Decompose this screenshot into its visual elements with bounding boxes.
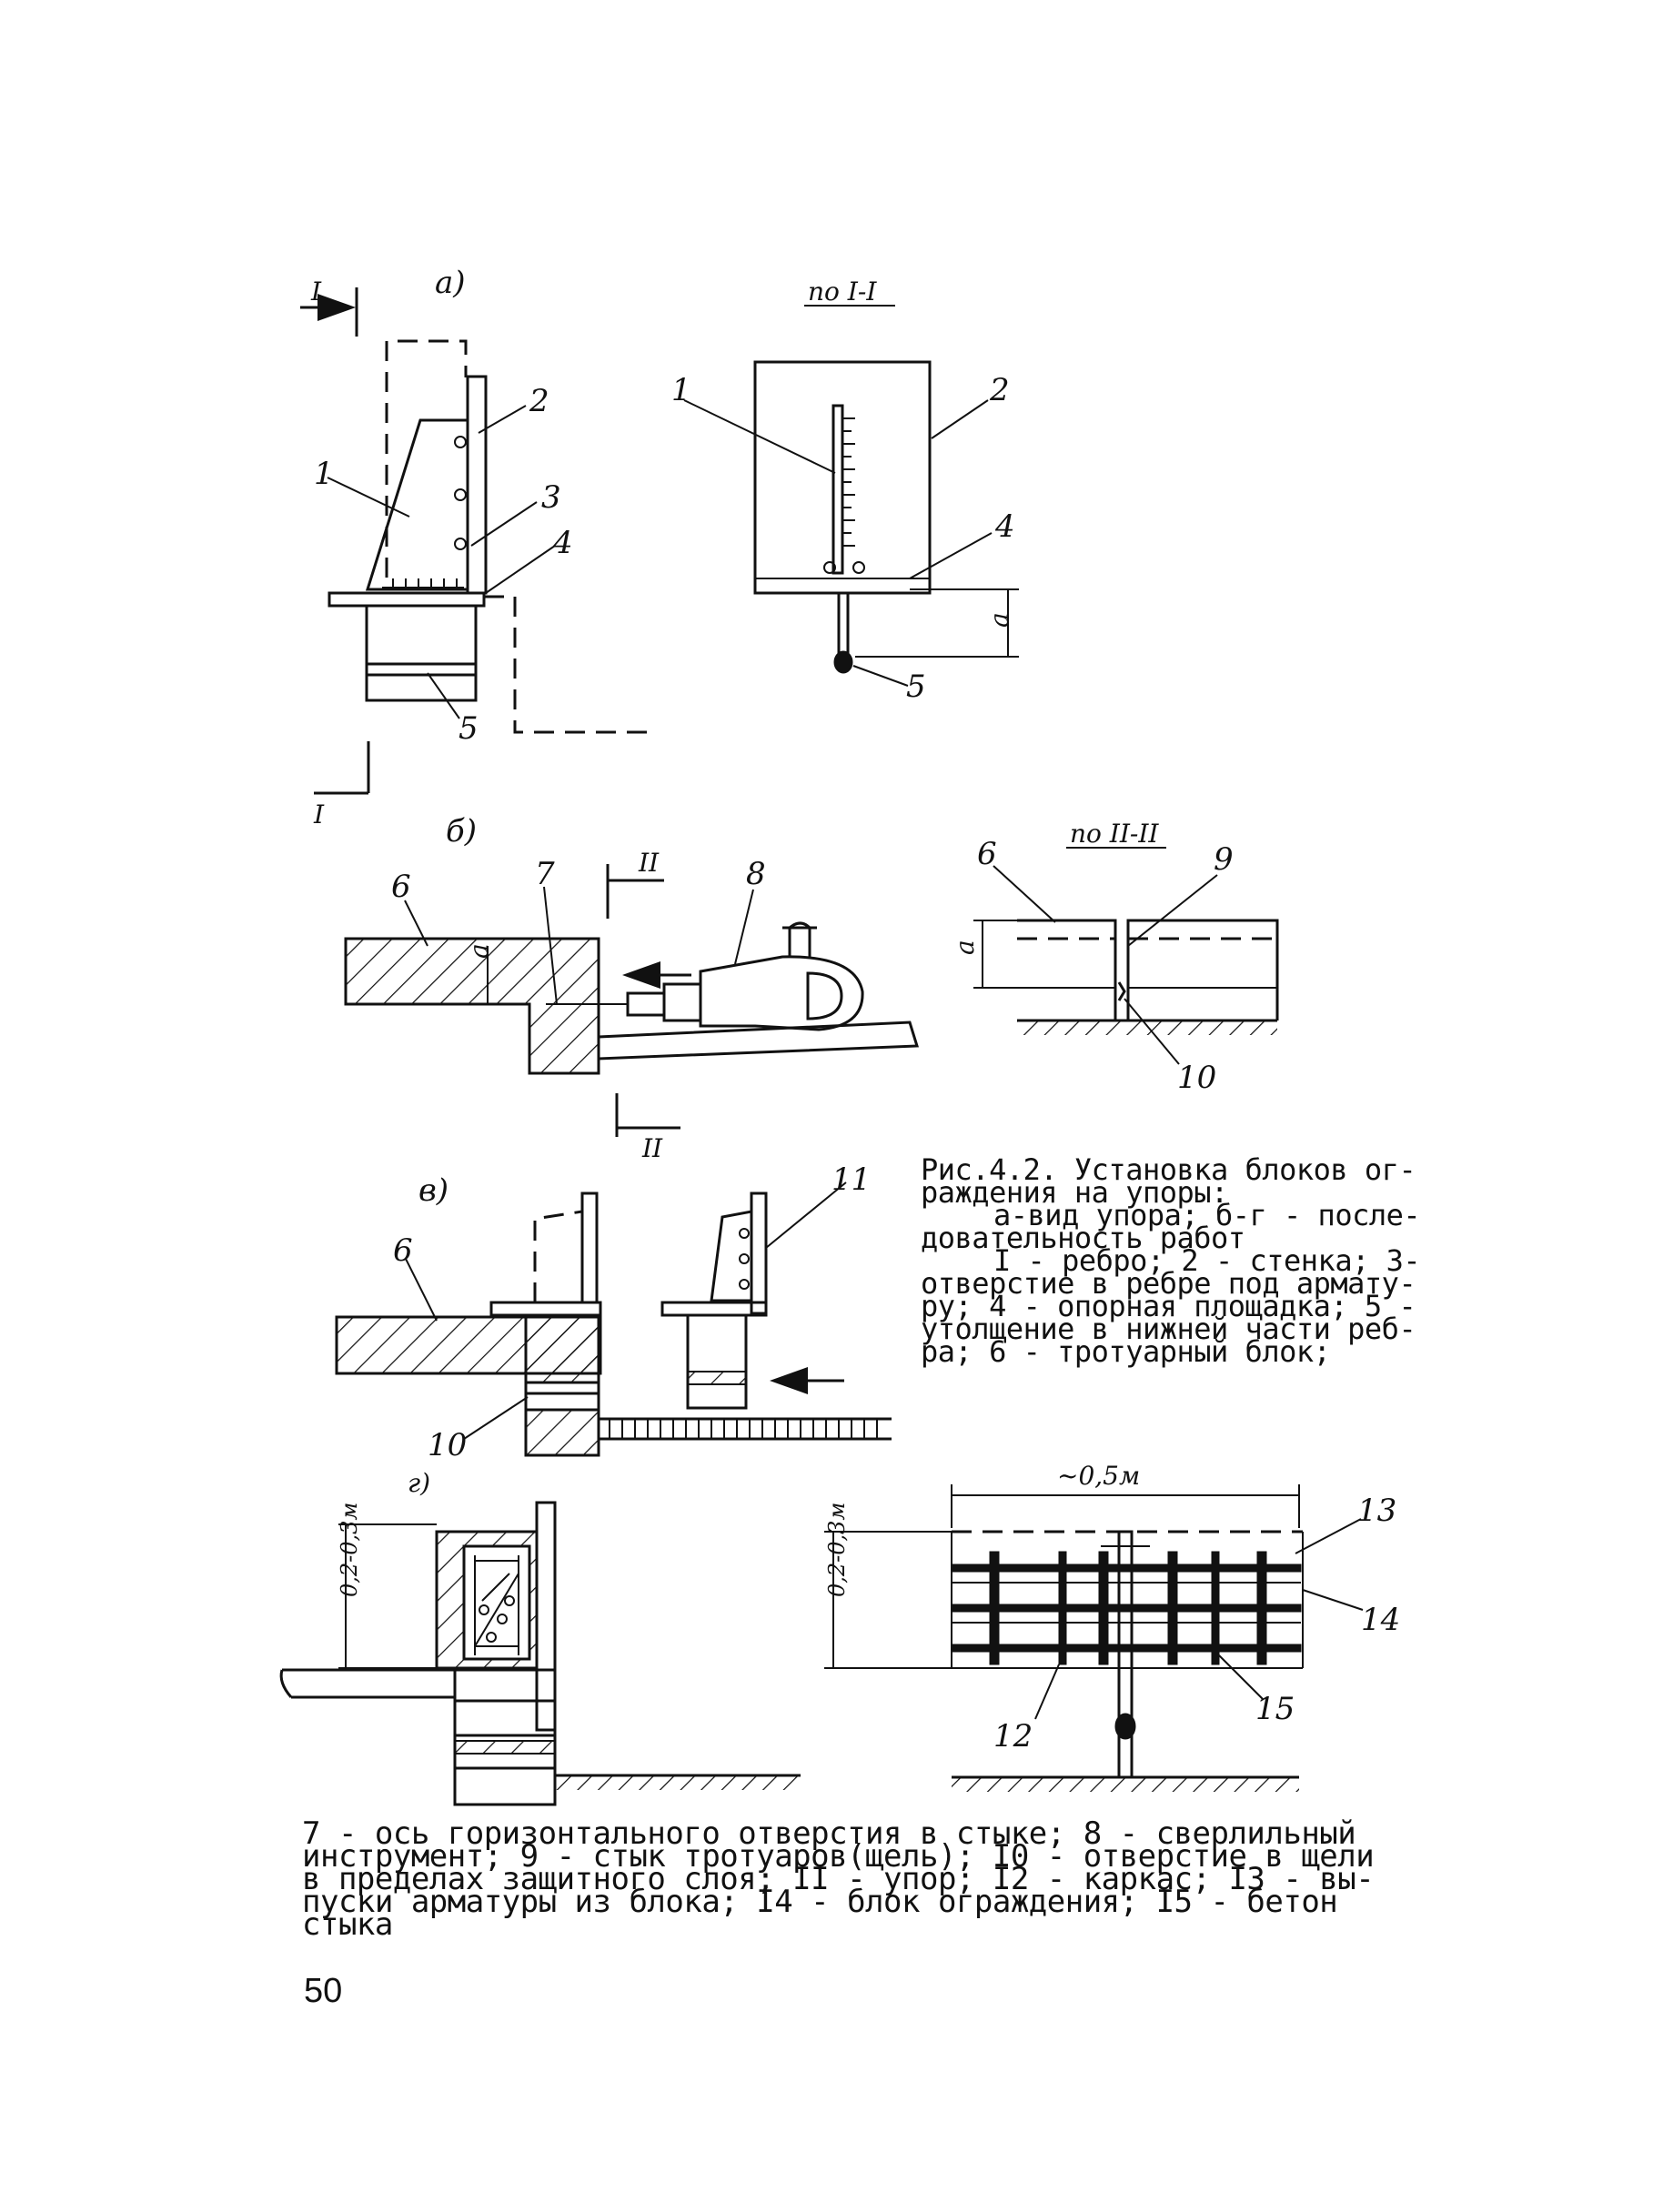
figure-legend: 7 - ось горизонтального отверстия в стык…: [302, 1815, 1485, 1943]
section-1-callout-5: 5: [906, 669, 926, 705]
view-g-callout-12: 12: [993, 1718, 1033, 1755]
view-b-section-mark-bottom: II: [641, 1133, 663, 1163]
page-number: 50: [304, 1972, 343, 2010]
view-b-section-mark-top: II: [638, 848, 660, 878]
legend-line: в пределах защитного слоя; II - упор; I2…: [302, 1861, 1375, 1897]
caption-line: ра; 6 - тротуарный блок;: [921, 1334, 1331, 1369]
legend-line: пуски арматуры из блока; I4 - блок ограж…: [302, 1884, 1338, 1920]
caption-line: отверстие в ребре под армату-: [921, 1266, 1416, 1301]
caption-line: I - ребро; 2 - стенка; 3-: [993, 1243, 1421, 1278]
view-b-callout-8: 8: [746, 856, 766, 892]
view-v-callout-11: 11: [831, 1161, 871, 1198]
figure-caption: Рис.4.2. Установка блоков ог- раждения н…: [921, 1152, 1503, 1369]
section-1-label: по I-I: [808, 276, 877, 307]
view-a-label: а): [435, 265, 466, 301]
legend-line: инструмент; 9 - стык тротуаров(щель); I0…: [302, 1838, 1375, 1875]
view-a-section-mark-top: I: [310, 276, 322, 307]
section-2-callout-9: 9: [1214, 841, 1234, 878]
view-b-label: б): [446, 813, 477, 850]
view-g-left-height-dimension: 0,2-0,3м: [337, 1503, 362, 1597]
section-1-dimension: а: [984, 612, 1014, 628]
section-2-callout-10: 10: [1177, 1060, 1216, 1096]
caption-line: ру; 4 - опорная площадка; 5 -: [921, 1289, 1416, 1323]
view-b-dimension: а: [464, 943, 494, 959]
section-1-callout-1: 1: [671, 372, 691, 408]
view-a-section-mark-bottom: I: [313, 799, 325, 830]
view-v: в): [335, 1161, 892, 1463]
view-g-left: г) 0,2-0,3м: [279, 1468, 801, 1806]
view-a-callout-4: 4: [552, 525, 573, 561]
view-v-label: в): [418, 1172, 448, 1209]
section-2-callout-6: 6: [977, 836, 997, 872]
caption-line: довательность работ: [921, 1221, 1245, 1255]
view-g-callout-14: 14: [1361, 1602, 1400, 1638]
view-g-right-width-dimension: ~0,5м: [1057, 1461, 1140, 1491]
section-2-dimension: а: [950, 940, 980, 955]
view-section-1: по I-I а: [671, 276, 1019, 705]
section-1-rib-ticks: [842, 417, 855, 547]
view-a-callout-5: 5: [459, 710, 479, 747]
view-v-callout-6: 6: [393, 1232, 413, 1269]
view-g-right: ~0,5м 0,2-0,3м 12: [824, 1461, 1400, 1792]
view-g-callout-15: 15: [1255, 1691, 1295, 1727]
legend-line: стыка: [302, 1906, 393, 1943]
view-a: а) I I: [300, 265, 648, 830]
view-g-callout-13: 13: [1357, 1493, 1396, 1529]
view-a-callout-3: 3: [541, 479, 561, 516]
view-section-2: по II-II а 6 9 10: [950, 819, 1279, 1096]
view-v-ground-ticks: [609, 1419, 878, 1439]
caption-line: утолщение в нижней части реб-: [921, 1312, 1416, 1346]
view-v-callout-10: 10: [428, 1427, 467, 1463]
view-g-right-height-dimension: 0,2-0,3м: [824, 1503, 850, 1597]
view-b-callout-6: 6: [391, 869, 411, 905]
view-g-label: г): [408, 1468, 430, 1498]
section-1-callout-2: 2: [989, 372, 1010, 408]
view-a-rib-ticks: [382, 578, 464, 588]
caption-line: раждения на упоры:: [921, 1175, 1228, 1210]
section-2-label: по II-II: [1070, 819, 1159, 849]
view-b: б) II II а 6 7 8: [344, 813, 920, 1163]
section-1-callout-4: 4: [994, 508, 1015, 545]
legend-line: 7 - ось горизонтального отверстия в стык…: [302, 1815, 1356, 1852]
view-b-callout-7: 7: [535, 856, 555, 892]
caption-line: Рис.4.2. Установка блоков ог-: [921, 1152, 1416, 1187]
view-a-callout-2: 2: [529, 383, 549, 419]
view-a-callout-1: 1: [314, 456, 334, 492]
caption-line: а-вид упора; б-г - после-: [993, 1198, 1421, 1232]
